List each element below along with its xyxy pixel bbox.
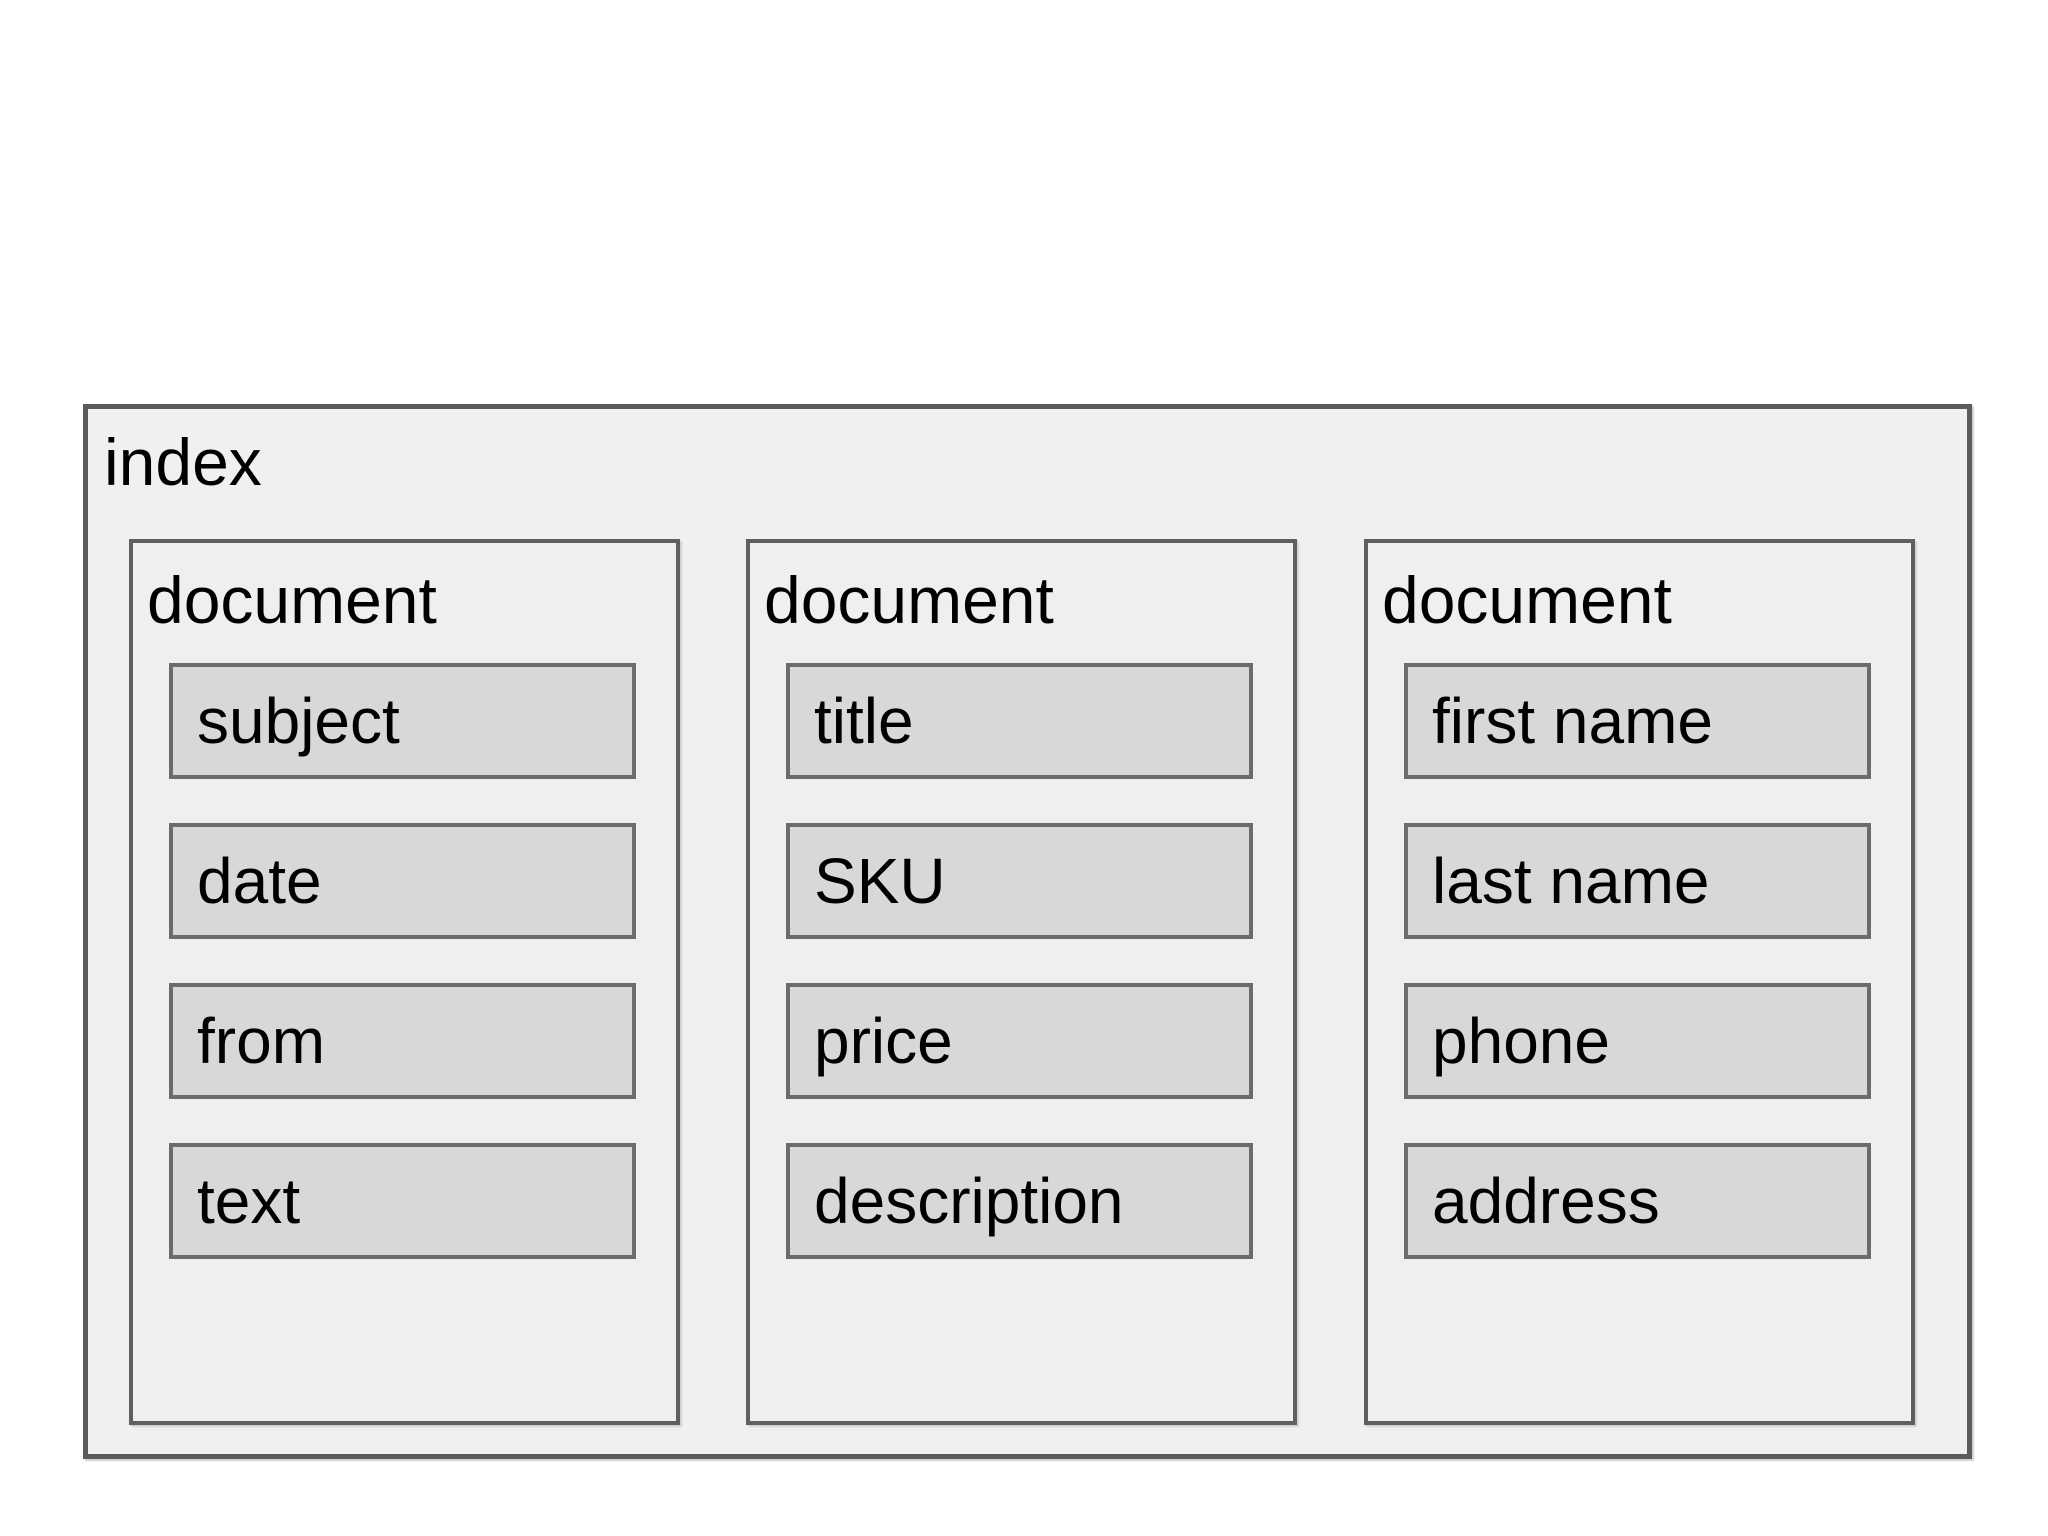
index-label: index [104,425,262,499]
document-box-2: document title SKU price description [746,539,1297,1425]
document-label: document [147,563,437,637]
document-label: document [1382,563,1672,637]
field-box-price: price [786,983,1253,1099]
document-label: document [764,563,1054,637]
field-box-description: description [786,1143,1253,1259]
field-box-first-name: first name [1404,663,1871,779]
field-box-text: text [169,1143,636,1259]
field-box-title: title [786,663,1253,779]
field-box-address: address [1404,1143,1871,1259]
field-box-sku: SKU [786,823,1253,939]
field-box-phone: phone [1404,983,1871,1099]
field-box-subject: subject [169,663,636,779]
index-container: index document subject date from text do… [83,404,1972,1459]
field-box-from: from [169,983,636,1099]
document-box-1: document subject date from text [129,539,680,1425]
document-box-3: document first name last name phone addr… [1364,539,1915,1425]
field-box-date: date [169,823,636,939]
field-box-last-name: last name [1404,823,1871,939]
